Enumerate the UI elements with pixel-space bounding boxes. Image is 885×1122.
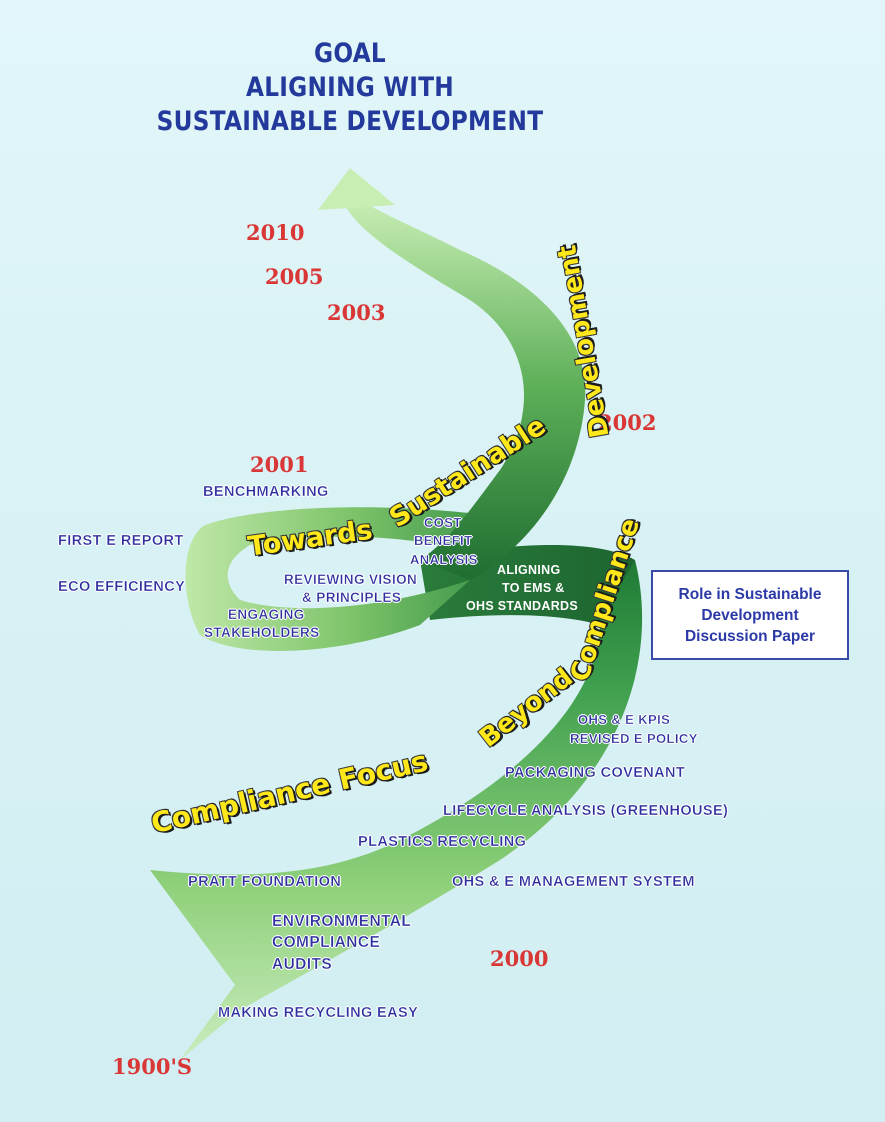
item-lifecycle-analysis: LIFECYCLE ANALYSIS (GREENHOUSE) — [443, 803, 729, 819]
ribbon-lower-band — [150, 560, 643, 1060]
ribbon-upper-band — [345, 200, 586, 580]
item-analysis: ANALYSIS — [410, 552, 478, 567]
year-2005-label: 2005 — [265, 264, 324, 289]
item-audits: AUDITS — [272, 956, 333, 973]
item-reviewing-vision: REVIEWING VISION — [284, 572, 418, 587]
year-2002-label: 2002 — [598, 410, 657, 435]
item-reviewing-principles: & PRINCIPLES — [302, 590, 402, 605]
year-2003-label: 2003 — [327, 300, 386, 325]
ribbon-middle-loop — [185, 507, 520, 652]
role-discussion-paper-text: Role in Sustainable Development Discussi… — [678, 585, 822, 645]
item-benchmarking: BENCHMARKING — [203, 484, 329, 500]
item-ohs-standards: OHS STANDARDS — [466, 599, 579, 613]
item-engaging: ENGAGING — [228, 607, 305, 622]
item-plastics-recycling: PLASTICS RECYCLING — [358, 834, 527, 850]
item-pratt-foundation: PRATT FOUNDATION — [188, 874, 342, 890]
year-1900s-label: 1900'S — [112, 1054, 193, 1079]
goal-line-aligning: ALIGNING WITH — [245, 72, 454, 103]
item-environmental: ENVIRONMENTAL — [272, 913, 412, 930]
item-eco-efficiency: ECO EFFICIENCY — [58, 579, 186, 595]
goal-line-sustainable: SUSTAINABLE DEVELOPMENT — [156, 106, 544, 137]
item-packaging-covenant: PACKAGING COVENANT — [505, 765, 686, 781]
item-ohs-management: OHS & E MANAGEMENT SYSTEM — [452, 874, 695, 890]
item-making-recycling-easy: MAKING RECYCLING EASY — [218, 1005, 419, 1021]
role-discussion-paper-box: Role in Sustainable Development Discussi… — [651, 570, 849, 660]
item-compliance: COMPLIANCE — [272, 934, 381, 951]
year-2001-label: 2001 — [250, 452, 309, 477]
item-benefit: BENEFIT — [414, 533, 473, 548]
goal-heading: GOAL — [314, 38, 386, 69]
item-revised-policy: REVISED E POLICY — [570, 731, 698, 746]
year-2000-label: 2000 — [490, 946, 549, 971]
ribbon-arrow-head — [318, 168, 395, 210]
item-to-ems: TO EMS & — [502, 581, 565, 595]
item-cost: COST — [424, 515, 462, 530]
item-aligning: ALIGNING — [497, 563, 561, 577]
item-ohs-kpis: OHS & E KPIS — [578, 712, 671, 727]
item-first-e-report: FIRST E REPORT — [58, 533, 184, 549]
item-stakeholders: STAKEHOLDERS — [204, 625, 320, 640]
year-2010-label: 2010 — [246, 220, 305, 245]
